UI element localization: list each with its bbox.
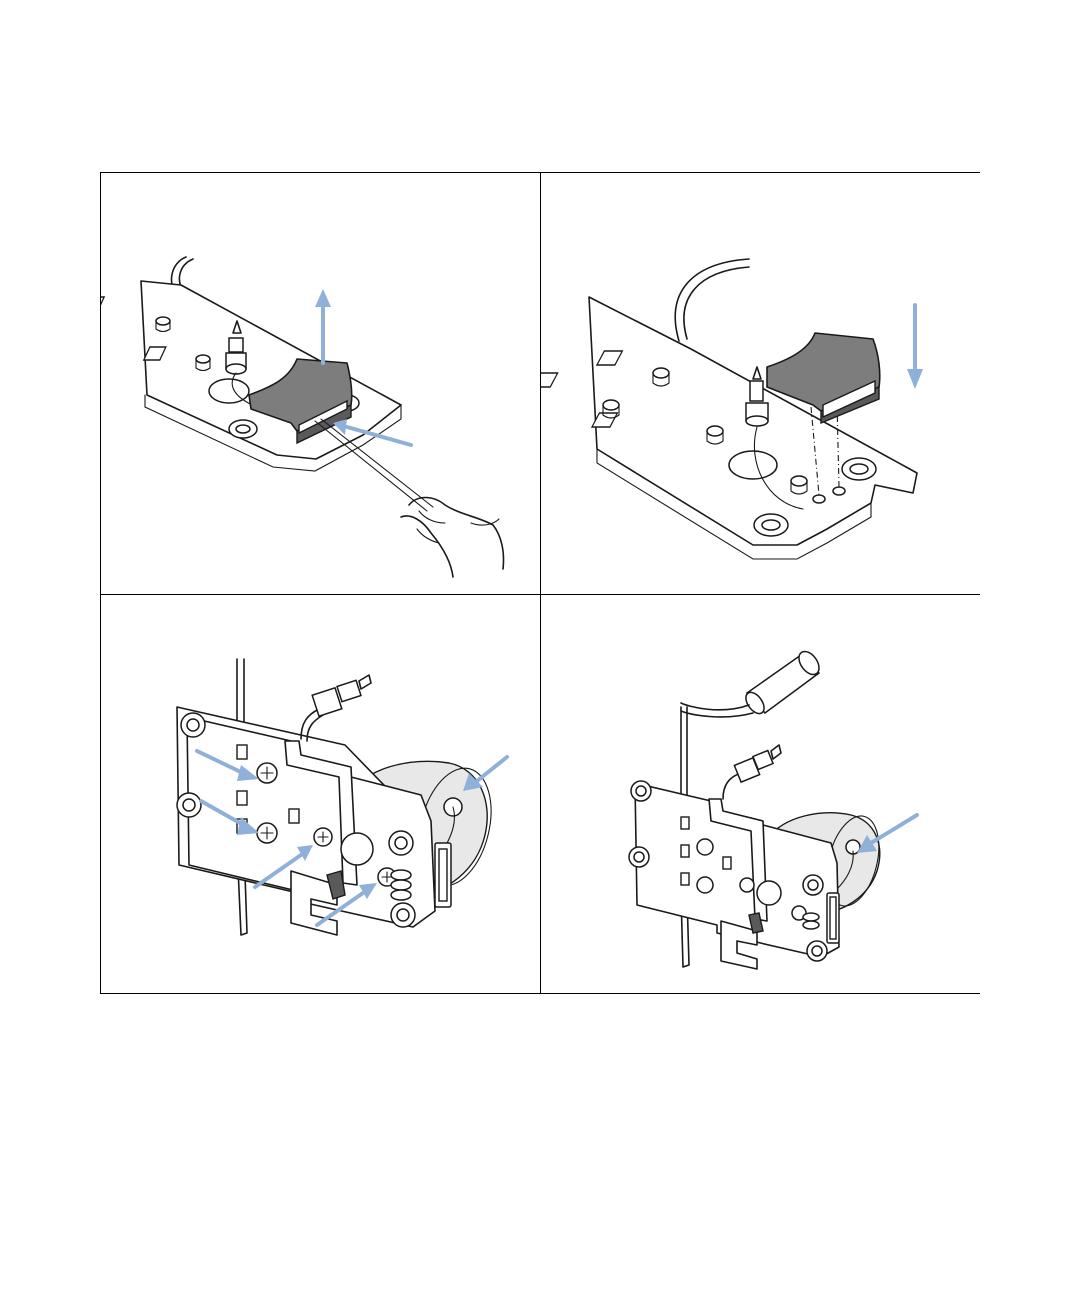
- panel-remove-screws: [101, 595, 541, 993]
- screw: [697, 839, 713, 855]
- down-arrow-head: [907, 369, 923, 389]
- washer: [803, 913, 819, 921]
- tube-line: [681, 703, 749, 710]
- mount-hole: [183, 799, 195, 811]
- tool-shaft: [321, 419, 433, 507]
- fitting-ring: [746, 416, 768, 426]
- washer: [803, 921, 819, 929]
- page-top: [0, 0, 1080, 1]
- hand: [417, 529, 439, 543]
- tube-bend: [301, 709, 319, 739]
- screw: [697, 877, 713, 893]
- remove-screws-illustration: [101, 595, 540, 992]
- fitting-tip: [771, 745, 781, 759]
- panel-reinstall-assembly: [541, 595, 980, 993]
- square-hole: [101, 297, 104, 308]
- post: [791, 476, 807, 486]
- square-window: [723, 857, 731, 869]
- fitting-body: [337, 680, 361, 701]
- fitting-tip: [753, 367, 761, 379]
- fitting-nut: [229, 338, 243, 352]
- mount-hole: [808, 880, 818, 890]
- square-hole: [541, 373, 558, 387]
- illustration-grid: [100, 172, 980, 994]
- panel-install-seal: [541, 173, 980, 595]
- seal-hole: [813, 495, 825, 503]
- mount-hole: [236, 425, 250, 433]
- post: [603, 400, 619, 410]
- install-seal-illustration: [541, 173, 980, 594]
- square-window: [681, 817, 689, 829]
- reinstall-assembly-illustration: [541, 595, 980, 992]
- post: [156, 317, 170, 325]
- hand: [419, 511, 445, 523]
- mount-hole: [634, 852, 644, 862]
- mount-hole: [395, 837, 407, 849]
- connector-slot: [439, 849, 447, 901]
- washer: [391, 890, 411, 900]
- mount-hole: [187, 719, 199, 731]
- square-window: [289, 809, 299, 823]
- fitting-tip: [359, 675, 371, 689]
- washer: [391, 870, 411, 880]
- fitting-nut: [312, 688, 342, 716]
- square-window: [681, 845, 689, 857]
- panel-remove-seal: [101, 173, 541, 595]
- tube-line: [675, 259, 749, 341]
- round-hole: [729, 451, 777, 479]
- post: [653, 368, 669, 378]
- mount-hole: [762, 520, 780, 530]
- shaft-opening: [757, 881, 781, 905]
- connector-slot: [830, 897, 836, 939]
- tube-line: [681, 711, 753, 717]
- fitting-nut: [750, 381, 763, 401]
- post: [196, 355, 210, 363]
- hand: [401, 516, 453, 577]
- mount-hole: [850, 464, 868, 474]
- square-window: [681, 873, 689, 885]
- square-window: [237, 791, 247, 805]
- seal-hole: [833, 487, 845, 495]
- mount-hole: [636, 786, 646, 796]
- screw: [740, 878, 754, 892]
- square-window: [237, 745, 247, 759]
- shaft-opening: [341, 833, 373, 865]
- up-arrow-head: [315, 289, 331, 307]
- washer: [391, 880, 411, 890]
- mount-hole: [397, 909, 409, 921]
- remove-seal-illustration: [101, 173, 540, 594]
- motor-arrow: [871, 815, 917, 843]
- mount-hole: [812, 946, 822, 956]
- post: [707, 426, 723, 436]
- motor-arrow: [477, 757, 507, 781]
